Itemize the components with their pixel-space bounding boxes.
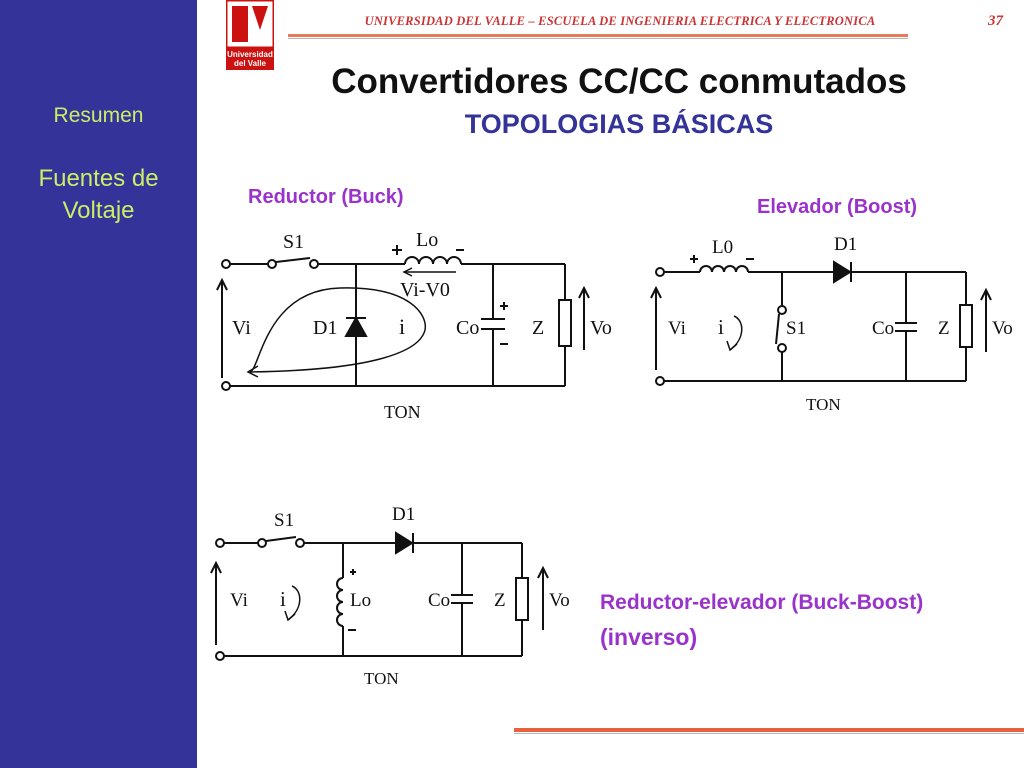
buck-capacitor-label: Co xyxy=(456,317,479,339)
boost-caption: Elevador (Boost) xyxy=(757,196,918,218)
buck-current-loop xyxy=(249,287,427,373)
buck-inductor-label: Lo xyxy=(416,229,438,251)
bb-load-label: Z xyxy=(494,590,506,611)
bb-input-label: Vi xyxy=(230,590,248,611)
sidebar-item-fuentes-de-voltaje[interactable]: Fuentes de Voltaje xyxy=(0,163,197,227)
header-university: UNIVERSIDAD DEL VALLE – ESCUELA DE INGEN… xyxy=(364,14,876,28)
boost-diode-label: D1 xyxy=(834,234,857,255)
boost-inductor-label: L0 xyxy=(712,237,733,258)
buck-input-label: Vi xyxy=(232,317,251,339)
bb-load xyxy=(515,577,529,621)
boost-diode xyxy=(833,260,852,284)
university-logo: Universidad del Valle xyxy=(226,0,274,70)
logo-text-1: Universidad xyxy=(227,50,273,59)
buck-caption: Reductor (Buck) xyxy=(248,186,404,208)
page-title: Convertidores CC/CC conmutados xyxy=(331,62,907,101)
buck-inductor-voltage: Vi-V0 xyxy=(400,279,450,301)
bb-diode xyxy=(395,531,414,555)
boost-current-label: i xyxy=(718,315,724,339)
sidebar-item-label-line2: Voltaje xyxy=(62,197,135,224)
boost-time-label: TON xyxy=(806,395,841,414)
buck-time-label: TON xyxy=(384,402,421,422)
boost-circuit: L0 D1 Vi i S1 Co Z Vo TON xyxy=(650,234,1013,414)
bb-time-label: TON xyxy=(364,669,399,688)
boost-capacitor-label: Co xyxy=(872,318,894,339)
buck-boost-caption: Reductor-elevador (Buck-Boost) xyxy=(600,591,924,614)
bb-current-label: i xyxy=(280,587,286,611)
sidebar-item-resumen[interactable]: Resumen xyxy=(53,104,144,127)
buck-boost-caption-line2: (inverso) xyxy=(600,624,698,650)
header-divider-shadow xyxy=(288,38,908,39)
buck-load-label: Z xyxy=(532,317,544,339)
bb-diode-label: D1 xyxy=(392,504,415,525)
buck-switch-label: S1 xyxy=(283,231,304,253)
buck-circuit: S1 Lo Vi-V0 Vi D1 i Co Z Vo TON xyxy=(216,229,612,422)
bb-inductor xyxy=(336,577,344,627)
buck-diode xyxy=(344,315,368,337)
slide-number: 37 xyxy=(988,13,1003,29)
header-divider xyxy=(288,34,908,37)
page-subtitle: TOPOLOGIAS BÁSICAS xyxy=(464,109,774,139)
boost-load xyxy=(959,304,973,348)
footer-divider-shadow xyxy=(514,733,1024,734)
sidebar-item-label-line1: Fuentes de xyxy=(38,165,159,192)
bb-inductor-label: Lo xyxy=(350,590,371,611)
bb-output-label: Vo xyxy=(549,590,570,611)
buck-current-label: i xyxy=(399,314,405,339)
sidebar: Resumen Fuentes de Voltaje xyxy=(0,0,197,768)
boost-inductor xyxy=(699,265,749,273)
bb-capacitor-label: Co xyxy=(428,590,450,611)
logo-text-2: del Valle xyxy=(234,59,267,68)
buck-switch-contact xyxy=(267,259,277,269)
boost-output-label: Vo xyxy=(992,318,1013,339)
boost-load-label: Z xyxy=(938,318,950,339)
footer-divider xyxy=(514,728,1024,732)
bb-switch-blade xyxy=(265,536,297,542)
buck-boost-circuit: S1 D1 Vi i Lo Co Z Vo TON xyxy=(210,504,570,688)
buck-inductor xyxy=(404,256,462,265)
bb-switch-label: S1 xyxy=(274,510,294,531)
boost-switch-label: S1 xyxy=(786,318,806,339)
buck-output-label: Vo xyxy=(590,317,612,339)
boost-switch-blade xyxy=(775,313,780,345)
buck-diode-label: D1 xyxy=(313,317,337,339)
buck-switch-blade xyxy=(275,257,311,263)
boost-input-label: Vi xyxy=(668,318,686,339)
buck-load xyxy=(558,299,572,347)
